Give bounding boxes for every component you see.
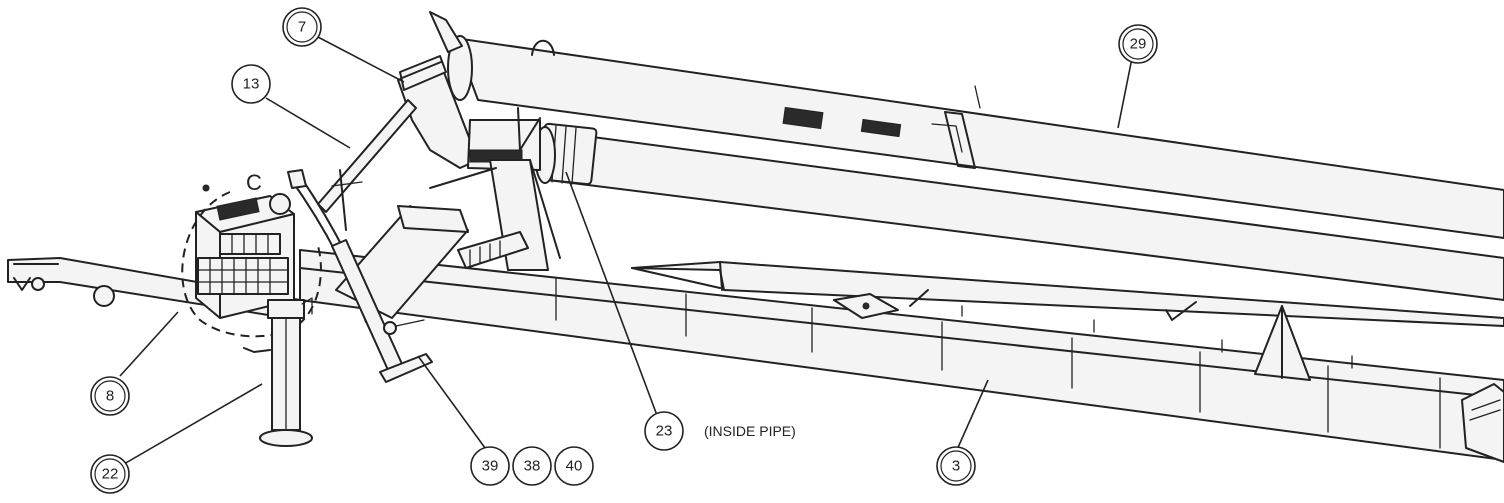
callout-8: 8 [90,376,130,416]
callout-3-label: 3 [952,458,960,475]
detail-letter: C [246,170,262,195]
gearbox-block [195,184,295,319]
callout-29-label: 29 [1130,36,1147,53]
callout-23-label: 23 [656,423,673,440]
callout-13: 13 [231,64,271,104]
lift-track [631,261,1504,381]
callout-7-label: 7 [298,19,306,36]
callout-23: 23 [644,411,684,451]
callout-8-label: 8 [106,388,114,405]
front-leg [331,239,433,383]
jack-stand [243,297,313,447]
callout-39-label: 39 [482,458,499,475]
drive-shaft [317,99,417,231]
callout-3: 3 [936,446,976,486]
leader-lines [119,35,1133,465]
callout-38-label: 38 [524,458,541,475]
inside-pipe-note: (INSIDE PIPE) [704,423,796,439]
callout-40: 40 [554,446,594,486]
callout-7: 7 [282,7,322,47]
callout-38: 38 [512,446,552,486]
callout-22: 22 [90,454,130,494]
callout-22-label: 22 [102,466,119,483]
callout-40-label: 40 [566,458,583,475]
detail-c-boundary [181,191,322,338]
upper-main-tube [447,35,1504,239]
callout-39: 39 [470,446,510,486]
callout-29: 29 [1118,24,1158,64]
callout-13-label: 13 [243,76,260,93]
